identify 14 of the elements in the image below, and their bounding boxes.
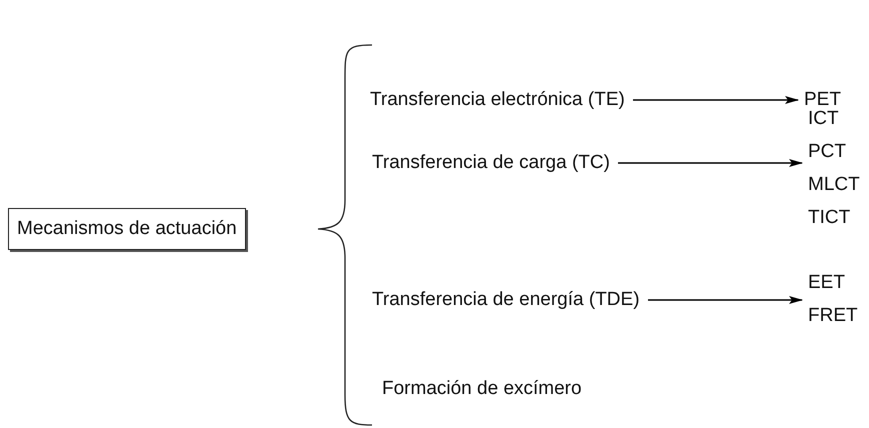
- result-label: FRET: [808, 304, 858, 328]
- item-label: Transferencia de energía (TDE): [368, 286, 644, 314]
- arrow: [648, 296, 803, 304]
- process-box: Mecanismos de actuación: [8, 208, 246, 250]
- item-label: Transferencia electrónica (TE): [366, 86, 629, 114]
- arrow: [633, 96, 799, 104]
- item-label: Formación de excímero: [382, 378, 582, 400]
- result-label: PCT: [808, 140, 847, 164]
- result-label: ICT: [808, 107, 840, 131]
- arrow: [618, 159, 803, 167]
- result-label: EET: [808, 271, 846, 295]
- result-label: MLCT: [808, 173, 860, 197]
- item-label: Transferencia de carga (TC): [368, 149, 614, 177]
- result-label: TICT: [808, 206, 852, 230]
